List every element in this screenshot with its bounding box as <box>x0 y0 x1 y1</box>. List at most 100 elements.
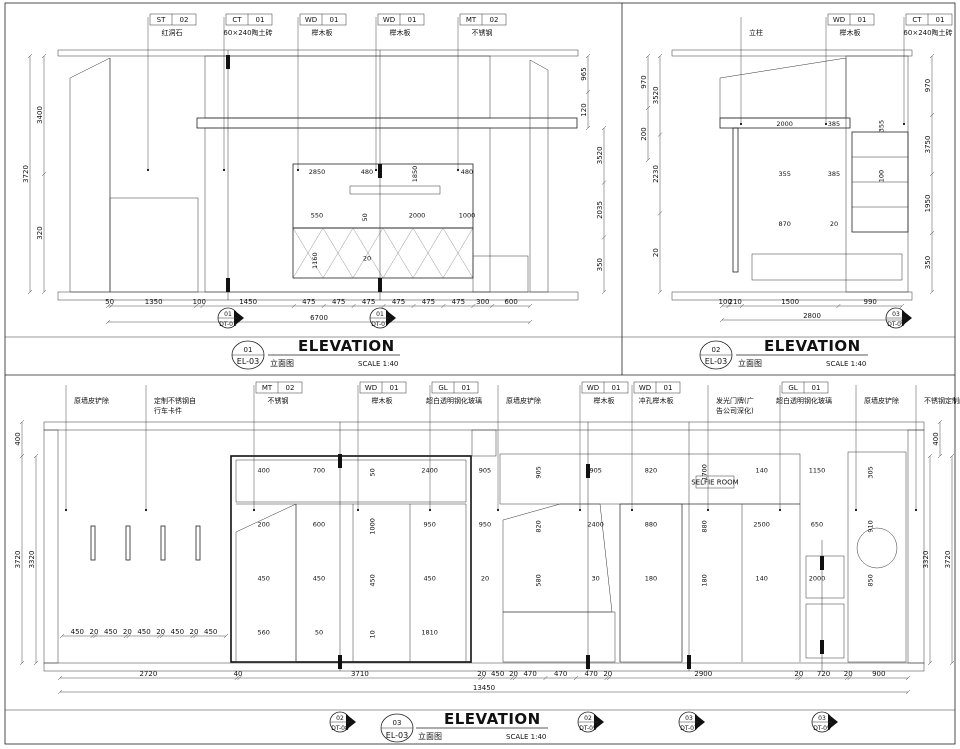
dim-tick <box>645 157 651 163</box>
dimension-text: 475 <box>302 298 315 306</box>
view-scale: SCALE 1:40 <box>358 360 398 368</box>
title-block-03: 03 EL-03 ELEVATION 立面图 SCALE 1:40 <box>380 710 548 743</box>
dim-tick <box>19 453 25 459</box>
material-number: 01 <box>256 16 265 24</box>
dimension-text: 470 <box>523 670 536 678</box>
dimension-text: 20 <box>794 670 803 678</box>
tag-box <box>633 381 681 394</box>
leader-dot <box>456 168 460 172</box>
inner-dimension: 600 <box>313 520 325 528</box>
inner-dimension: 650 <box>811 520 823 528</box>
material-desc: 红洞石 <box>162 28 183 37</box>
detail-sheet-ref: DT-07 <box>680 725 698 732</box>
inner-dimension: 2850 <box>309 168 326 176</box>
material-desc: 行车卡件 <box>154 406 182 415</box>
dimension-text: 3710 <box>351 670 369 678</box>
inner-dimension: 50 <box>361 213 369 221</box>
leader-dot <box>144 508 148 512</box>
material-code: CT <box>232 16 242 24</box>
dim-tick <box>90 633 95 639</box>
inner-dimension: 450 <box>423 574 435 582</box>
cabinet <box>805 603 845 659</box>
dimension-text: 970 <box>924 79 932 92</box>
dimension-text: 50 <box>105 298 114 306</box>
wood-beam <box>196 117 578 129</box>
sheet-number: EL-03 <box>386 731 408 740</box>
inner-dimension: 20 <box>830 220 838 228</box>
stone-wall <box>109 197 199 293</box>
dimension-text: 1450 <box>239 298 257 306</box>
glass-panel-right <box>529 59 549 293</box>
section-cut-mark <box>378 164 382 178</box>
floor-slab <box>671 291 913 301</box>
dim-tick <box>19 419 25 425</box>
material-number: 02 <box>286 384 295 392</box>
material-code: WD <box>639 384 651 392</box>
material-code: GL <box>438 384 447 392</box>
leader-dot <box>578 508 582 512</box>
dim-tick <box>601 235 607 240</box>
leader-dot <box>356 508 360 512</box>
dimension-text: 40 <box>234 670 243 678</box>
section-cut-mark <box>687 655 691 669</box>
dimension-text: 475 <box>362 298 375 306</box>
material-desc: 榉木板 <box>594 396 615 405</box>
inner-dimension: 385 <box>828 170 840 178</box>
dimension-text: 20 <box>477 670 486 678</box>
dim-tick <box>27 289 33 295</box>
inner-dimension: 2000 <box>776 120 793 128</box>
view-title-en: ELEVATION <box>764 337 861 355</box>
dimension-text: 3720 <box>944 551 952 569</box>
material-desc: 立柱 <box>749 28 763 37</box>
dimension-text: 450 <box>104 628 117 636</box>
dimension-text: 2230 <box>652 165 660 183</box>
wall-cabinet <box>805 555 845 599</box>
dim-tick <box>937 419 943 425</box>
material-tag: 原墙皮铲除 <box>854 385 899 512</box>
dim-tick <box>657 289 663 295</box>
inner-dimension: 20 <box>481 574 489 582</box>
ceiling-slab <box>43 421 925 431</box>
dim-tick <box>719 317 725 323</box>
dim-tick <box>726 303 731 309</box>
material-desc: 告公司深化) <box>716 406 754 415</box>
section-cut-mark <box>820 556 824 570</box>
material-desc: 榉木板 <box>390 28 411 37</box>
dim-tick <box>200 303 205 309</box>
leader-dot <box>739 122 743 126</box>
door-sign <box>695 475 735 489</box>
steel-door <box>847 451 907 663</box>
dim-tick <box>512 675 518 681</box>
leader-dot <box>630 508 634 512</box>
material-desc: 60×240陶土砖 <box>903 28 952 37</box>
material-desc: 超白透明钢化玻璃 <box>426 396 482 405</box>
inner-dimension: 450 <box>257 574 269 582</box>
dim-tick <box>19 660 25 666</box>
dim-tick <box>381 303 386 309</box>
dimension-text: 470 <box>554 670 567 678</box>
dim-tick <box>237 675 242 681</box>
dim-tick <box>937 453 943 459</box>
material-code: WD <box>587 384 599 392</box>
material-number: 01 <box>408 16 417 24</box>
inner-dimension: 2000 <box>809 574 826 582</box>
dim-tick <box>478 675 483 681</box>
title-block-02: 02 EL-03 ELEVATION 立面图 SCALE 1:40 <box>699 337 868 370</box>
dim-tick <box>157 633 162 639</box>
material-code: CT <box>912 16 922 24</box>
inner-dimension: 2400 <box>421 466 438 474</box>
dim-tick <box>27 53 33 59</box>
shelf-lines <box>852 156 908 208</box>
dim-tick <box>490 303 495 309</box>
dimension-text: 3750 <box>924 136 932 154</box>
leader-dot <box>146 168 150 172</box>
leader-dot <box>824 122 828 126</box>
inner-dimension: 580 <box>534 574 542 586</box>
dimension-text: 450 <box>137 628 150 636</box>
view-title-en: ELEVATION <box>298 337 395 355</box>
detail-number: 02 <box>584 715 592 722</box>
